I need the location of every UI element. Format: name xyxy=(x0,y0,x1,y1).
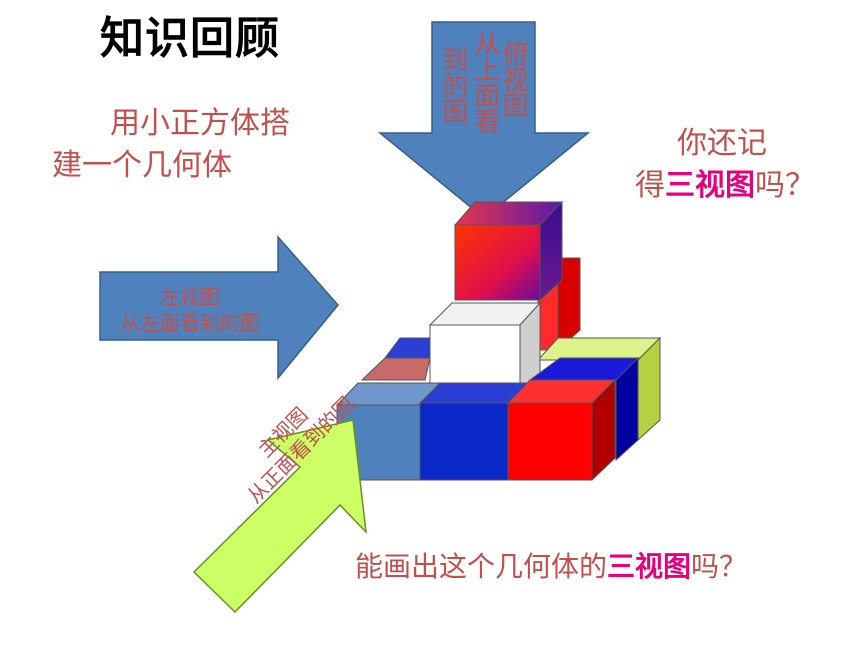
recall-highlight: 三视图 xyxy=(665,168,755,203)
intro-line-2: 建一个几何体 xyxy=(52,148,232,183)
question-highlight: 三视图 xyxy=(607,550,692,583)
question-prefix: 能画出这个几何体的 xyxy=(355,550,608,583)
left-view-label: 左视图 从左面看到的图 xyxy=(100,284,280,336)
recall-line-1: 你还记 xyxy=(677,126,767,161)
left-view-arrow xyxy=(99,235,339,381)
page-title: 知识回顾 xyxy=(100,13,280,64)
top-view-desc: 从上面看 xyxy=(470,30,500,134)
recall-line-2: 得三视图吗？ xyxy=(635,160,815,204)
recall-prefix: 得 xyxy=(635,168,665,203)
top-view-desc-2: 到的图 xyxy=(438,46,468,124)
left-view-desc: 从左面看到的图 xyxy=(120,311,260,335)
recall-suffix: 吗？ xyxy=(755,168,815,203)
top-view-arrow xyxy=(377,21,591,219)
left-view-name: 左视图 xyxy=(160,285,220,309)
intro-line-1: 用小正方体搭 xyxy=(110,106,290,141)
question-text: 能画出这个几何体的三视图吗？ xyxy=(355,545,747,585)
top-view-name: 俯视图 xyxy=(498,40,528,118)
question-suffix: 吗？ xyxy=(691,550,748,583)
front-view-arrow xyxy=(192,419,368,614)
cube-structure xyxy=(335,200,662,482)
